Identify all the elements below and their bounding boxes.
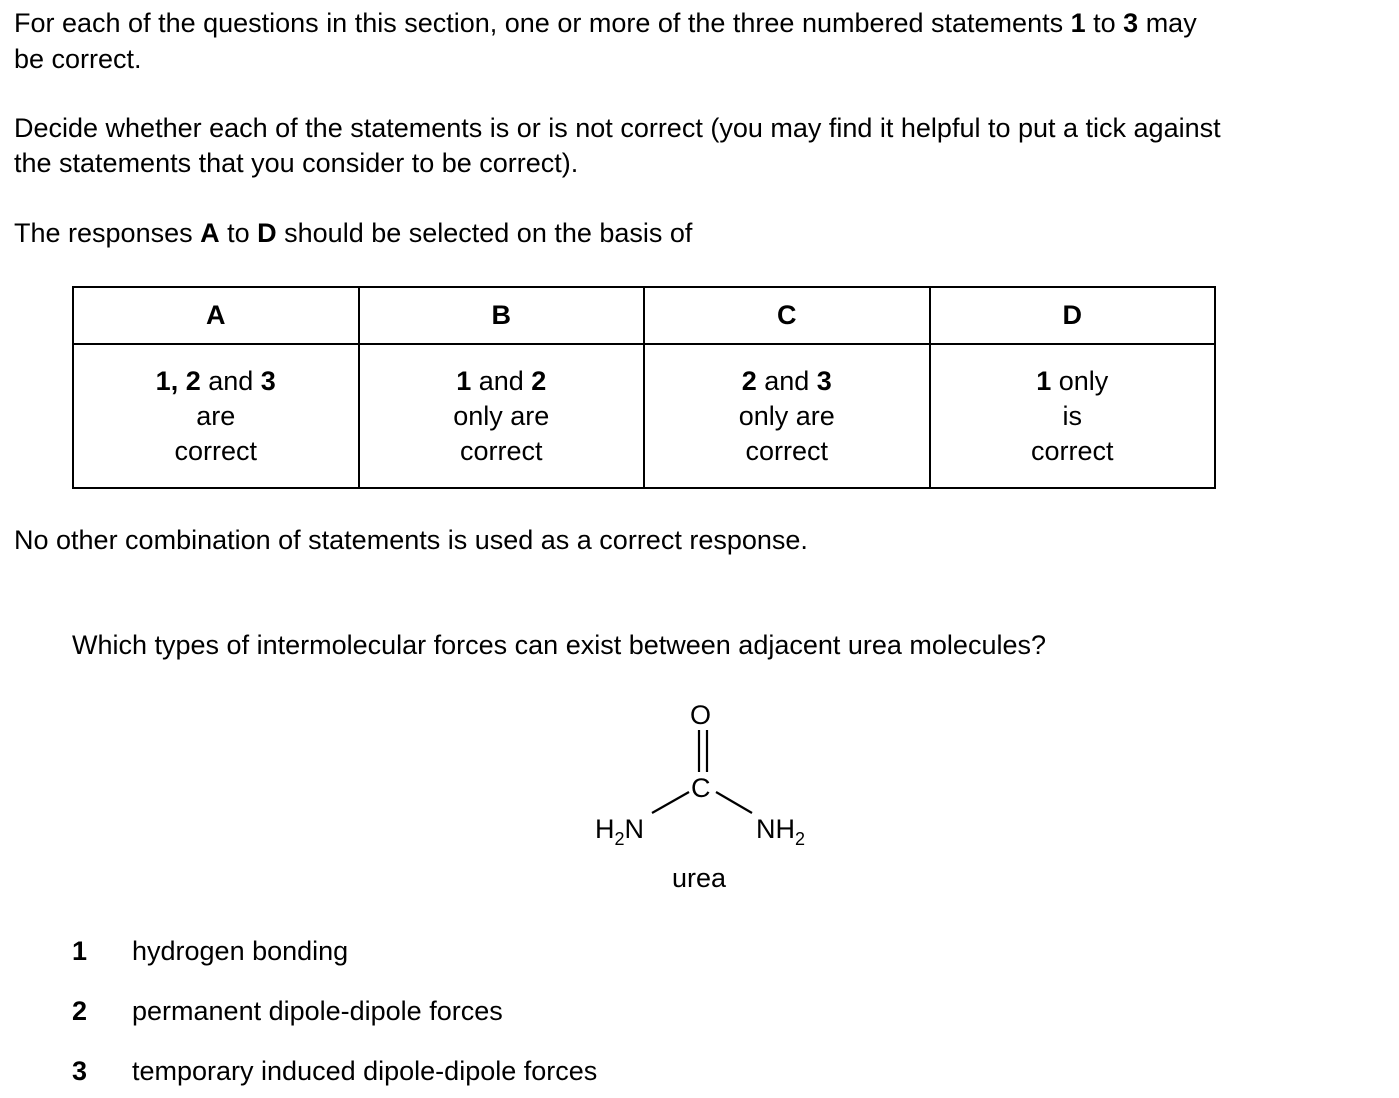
response-range-start: A <box>200 218 220 248</box>
left-amine-label: H2N <box>595 814 644 849</box>
instructions-line-5: The responses A to D should be selected … <box>14 220 692 247</box>
instructions-line-4: the statements that you consider to be c… <box>14 148 579 178</box>
instructions-line-1: For each of the questions in this sectio… <box>14 10 1197 37</box>
statement-number: 2 <box>72 996 88 1026</box>
response-range-end: D <box>257 218 277 248</box>
response-header-b: B <box>357 286 645 345</box>
cell-text: and <box>200 365 261 396</box>
instructions-text: should be selected on the basis of <box>276 218 693 248</box>
response-cell-b: 1 and 2 only are correct <box>357 343 645 489</box>
statement-range-start: 1 <box>1070 8 1086 38</box>
urea-structure-diagram: O C H2N NH2 <box>595 700 805 849</box>
instructions-text: to <box>219 218 258 248</box>
statement-text: permanent dipole-dipole forces <box>132 996 503 1026</box>
oxygen-atom-label: O <box>690 700 711 730</box>
cell-number: 1 <box>1036 365 1052 396</box>
response-key-table: A B C D 1, 2 and 3 are correct 1 and 2 o… <box>72 286 1216 489</box>
right-amine-label: NH2 <box>756 814 805 849</box>
response-cell-a: 1, 2 and 3 are correct <box>72 343 360 489</box>
cell-text: and <box>471 365 532 396</box>
cell-number: 3 <box>260 365 276 396</box>
response-key-body-row: 1, 2 and 3 are correct 1 and 2 only are … <box>72 343 1216 489</box>
statement-number: 1 <box>72 936 88 966</box>
statement-text: hydrogen bonding <box>132 936 349 966</box>
cell-text: only are <box>738 400 835 431</box>
cell-text: correct <box>1030 435 1114 466</box>
response-header-c: C <box>643 286 931 345</box>
cell-number: 3 <box>816 365 832 396</box>
bond-line-right <box>715 791 753 814</box>
response-cell-d: 1 only is correct <box>928 343 1216 489</box>
statement-item: 1 hydrogen bonding <box>72 938 348 965</box>
instructions-line-3: Decide whether each of the statements is… <box>14 113 1221 143</box>
cell-text: correct <box>745 435 829 466</box>
cell-text: only <box>1051 365 1109 396</box>
cell-text: correct <box>174 435 258 466</box>
cell-text: correct <box>459 435 543 466</box>
statement-text: temporary induced dipole-dipole forces <box>132 1056 598 1086</box>
response-key-header-row: A B C D <box>72 286 1216 345</box>
instructions-text: For each of the questions in this sectio… <box>14 8 1071 38</box>
bond-line-left <box>651 791 690 814</box>
instructions-text: The responses <box>14 218 201 248</box>
carbon-atom-label: C <box>691 773 711 803</box>
cell-text: and <box>756 365 817 396</box>
molecule-caption: urea <box>672 863 727 893</box>
response-cell-c: 2 and 3 only are correct <box>643 343 931 489</box>
instructions-line-2: be correct. <box>14 44 142 74</box>
cell-number: 1, 2 <box>155 365 201 396</box>
response-header-a: A <box>72 286 360 345</box>
cell-text: are <box>196 400 236 431</box>
footer-note: No other combination of statements is us… <box>14 525 808 555</box>
response-header-d: D <box>928 286 1216 345</box>
statement-range-end: 3 <box>1123 8 1139 38</box>
cell-number: 2 <box>531 365 547 396</box>
cell-number: 1 <box>456 365 472 396</box>
statement-item: 2 permanent dipole-dipole forces <box>72 998 503 1025</box>
instructions-text: may <box>1138 8 1197 38</box>
statement-item: 3 temporary induced dipole-dipole forces <box>72 1058 597 1085</box>
statement-number: 3 <box>72 1056 88 1086</box>
cell-text: only are <box>453 400 550 431</box>
cell-number: 2 <box>741 365 757 396</box>
cell-text: is <box>1062 400 1083 431</box>
question-text: Which types of intermolecular forces can… <box>72 630 1046 660</box>
instructions-text: to <box>1085 8 1124 38</box>
